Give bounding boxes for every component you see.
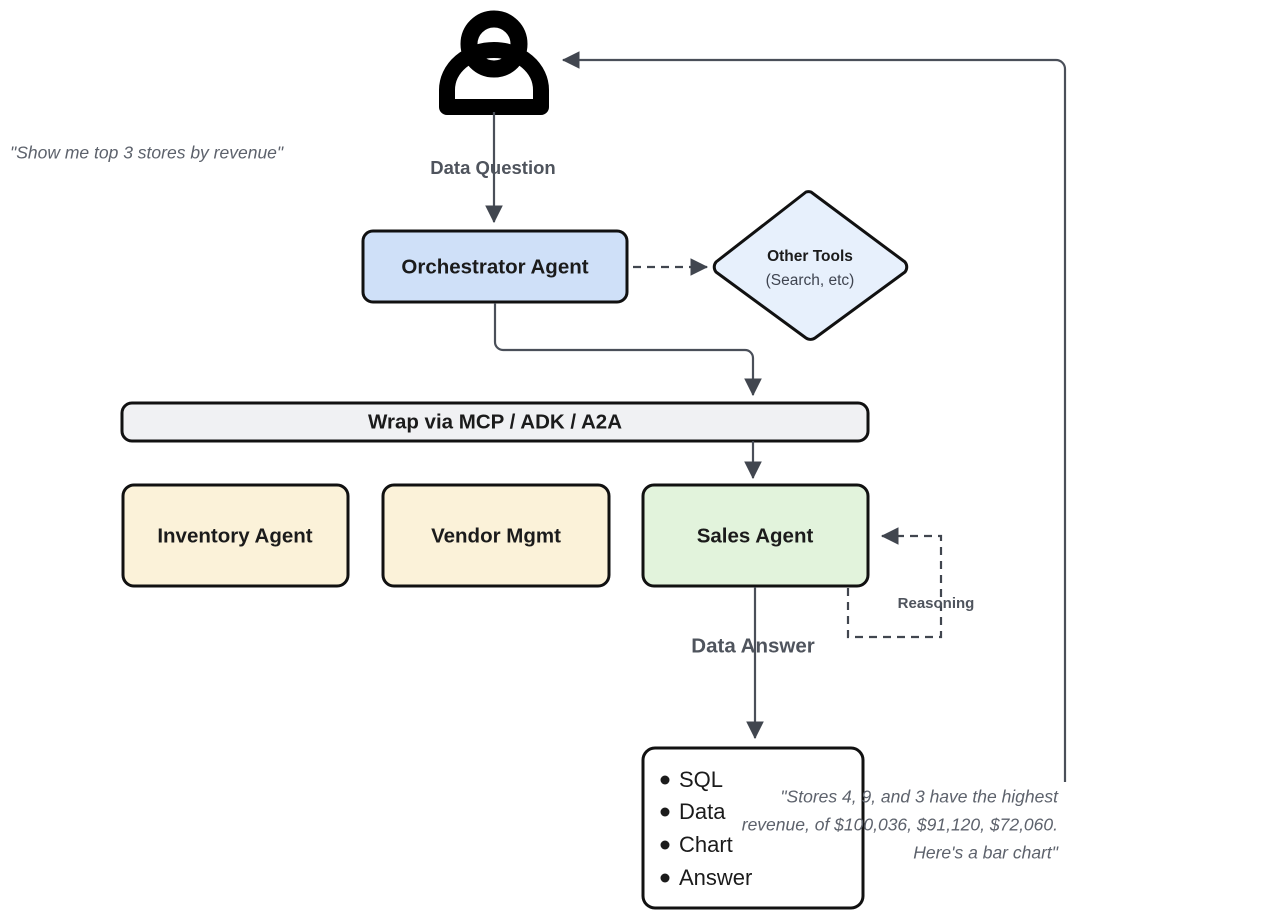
- output-list-item: Answer: [660, 865, 752, 890]
- wrap-bar[interactable]: [120, 401, 870, 443]
- sales-agent-label: Sales Agent: [697, 524, 814, 547]
- edge-output-to-user-feedback: [561, 51, 1067, 782]
- other-tools-diamond[interactable]: [712, 190, 909, 341]
- output-box[interactable]: [641, 746, 865, 910]
- vendor-mgmt-label: Vendor Mgmt: [431, 524, 561, 547]
- edge-orchestrator-to-wrap: [493, 303, 762, 397]
- other-tools-label: Other Tools: [767, 248, 853, 265]
- orchestrator-label: Orchestrator Agent: [401, 255, 588, 278]
- node-output-artifacts[interactable]: SQL Data Chart Answer: [641, 746, 865, 910]
- edge-label-data-question: Data Question: [430, 157, 555, 178]
- node-wrap-layer[interactable]: Wrap via MCP / ADK / A2A: [120, 401, 870, 443]
- answer-quote-line-1: "Stores 4, 9, and 3 have the highest: [780, 787, 1059, 807]
- inventory-agent-box[interactable]: [121, 483, 350, 588]
- node-orchestrator-agent[interactable]: Orchestrator Agent: [361, 229, 629, 304]
- node-other-tools[interactable]: Other Tools (Search, etc): [712, 190, 909, 341]
- answer-quote-line-2: revenue, of $100,036, $91,120, $72,060.: [742, 815, 1058, 835]
- output-list-item: Chart: [660, 832, 733, 857]
- user-person-icon: [439, 10, 549, 115]
- orchestrator-box[interactable]: [361, 229, 629, 304]
- output-item-label: Chart: [679, 832, 733, 857]
- answer-quote-line-3: Here's a bar chart": [913, 843, 1059, 863]
- node-inventory-agent[interactable]: Inventory Agent: [121, 483, 350, 588]
- edge-sales-reasoning-loop: [846, 527, 943, 639]
- output-item-label: SQL: [679, 767, 723, 792]
- node-vendor-mgmt[interactable]: Vendor Mgmt: [381, 483, 611, 588]
- node-sales-agent[interactable]: Sales Agent: [641, 483, 870, 588]
- output-item-label: Data: [679, 799, 726, 824]
- bullet-icon: [660, 873, 670, 883]
- bullet-icon: [660, 807, 670, 817]
- output-list-item: SQL: [660, 767, 723, 792]
- user-question-quote: "Show me top 3 stores by revenue": [10, 143, 284, 163]
- vendor-mgmt-box[interactable]: [381, 483, 611, 588]
- output-item-label: Answer: [679, 865, 752, 890]
- inventory-agent-label: Inventory Agent: [157, 524, 312, 547]
- bullet-icon: [660, 840, 670, 850]
- other-tools-sublabel: (Search, etc): [766, 272, 855, 289]
- wrap-label: Wrap via MCP / ADK / A2A: [368, 410, 622, 433]
- bullet-icon: [660, 775, 670, 785]
- edge-label-reasoning: Reasoning: [898, 595, 975, 612]
- output-list-item: Data: [660, 799, 726, 824]
- edge-label-data-answer: Data Answer: [691, 634, 814, 657]
- sales-agent-box[interactable]: [641, 483, 870, 588]
